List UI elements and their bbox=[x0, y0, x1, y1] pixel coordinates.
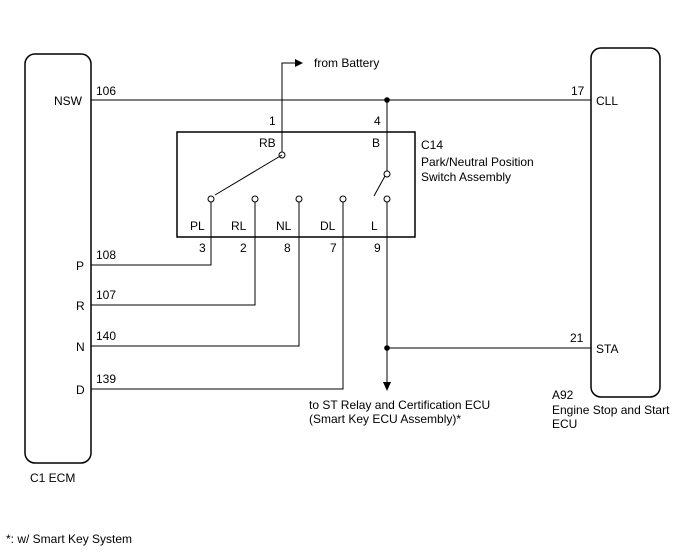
l-pin-number: 9 bbox=[374, 241, 381, 255]
p-wire-number: 108 bbox=[96, 248, 116, 262]
sta-wire-number: 21 bbox=[570, 331, 584, 345]
d-label: D bbox=[76, 383, 85, 397]
selector-contact bbox=[214, 154, 283, 196]
nl-label: NL bbox=[276, 219, 292, 233]
switch-name-line2: Switch Assembly bbox=[421, 170, 511, 184]
ecu-name-line1: Engine Stop and Start bbox=[552, 403, 670, 417]
pl-terminal bbox=[207, 195, 215, 203]
rl-label: RL bbox=[231, 219, 247, 233]
st-relay-arrow bbox=[383, 382, 391, 391]
cll-label: CLL bbox=[596, 94, 618, 108]
rb-pin-number: 1 bbox=[269, 114, 276, 128]
nsw-wire-number: 106 bbox=[96, 84, 116, 98]
nsw-label: NSW bbox=[54, 94, 83, 108]
ecu-box bbox=[590, 47, 661, 398]
switch-id: C14 bbox=[421, 138, 443, 152]
rl-pin-number: 2 bbox=[240, 241, 247, 255]
st-relay-label-line2: (Smart Key ECU Assembly)* bbox=[309, 412, 461, 426]
nl-terminal bbox=[295, 195, 303, 203]
p-wire bbox=[91, 202, 212, 266]
n-wire-number: 140 bbox=[96, 329, 116, 343]
p-label: P bbox=[76, 259, 84, 273]
r-label: R bbox=[76, 299, 85, 313]
dl-terminal bbox=[339, 195, 347, 203]
dl-label: DL bbox=[320, 219, 336, 233]
ecu-id: A92 bbox=[552, 388, 574, 402]
n-label: N bbox=[76, 340, 85, 354]
l-switch-contact bbox=[373, 175, 386, 197]
ecu-name-line2: ECU bbox=[552, 417, 577, 431]
dl-pin-number: 7 bbox=[330, 241, 337, 255]
st-relay-label-line1: to ST Relay and Certification ECU bbox=[309, 398, 490, 412]
b-pin-number: 4 bbox=[374, 114, 381, 128]
n-wire bbox=[91, 202, 300, 347]
cll-wire-number: 17 bbox=[571, 84, 585, 98]
ecm-name: C1 ECM bbox=[30, 471, 75, 485]
nl-pin-number: 8 bbox=[284, 241, 291, 255]
rb-label: RB bbox=[259, 136, 276, 150]
pl-label: PL bbox=[190, 219, 205, 233]
sta-label: STA bbox=[596, 342, 618, 356]
battery-label: from Battery bbox=[314, 56, 379, 70]
b-label: B bbox=[372, 136, 380, 150]
b-terminal bbox=[383, 170, 391, 178]
l-terminal bbox=[383, 195, 391, 203]
r-wire bbox=[91, 202, 256, 306]
battery-wire bbox=[281, 62, 296, 155]
ecm-box bbox=[24, 53, 92, 464]
d-wire-number: 139 bbox=[96, 372, 116, 386]
r-wire-number: 107 bbox=[96, 288, 116, 302]
battery-arrow bbox=[295, 59, 303, 67]
l-label: L bbox=[371, 219, 378, 233]
rl-terminal bbox=[251, 195, 259, 203]
switch-name-line1: Park/Neutral Position bbox=[421, 155, 534, 169]
d-wire bbox=[91, 202, 344, 390]
footnote: *: w/ Smart Key System bbox=[6, 532, 132, 546]
switch-box bbox=[176, 131, 416, 238]
pl-pin-number: 3 bbox=[199, 241, 206, 255]
